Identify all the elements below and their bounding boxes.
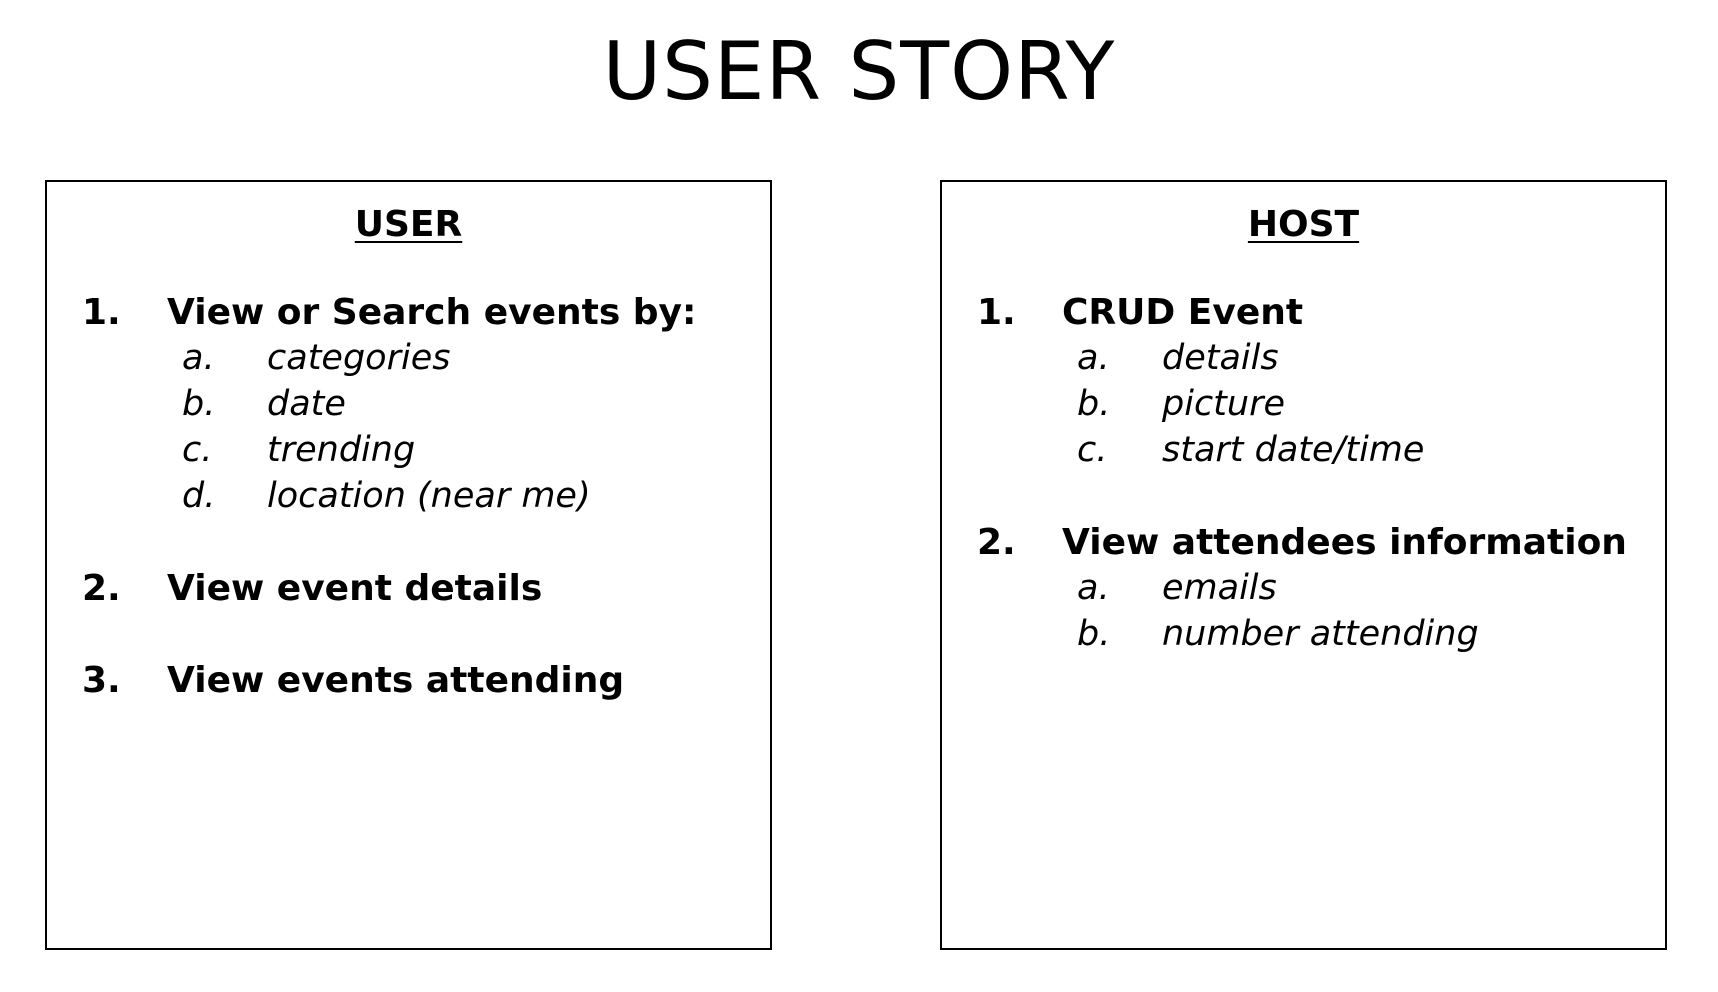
user-item-1: 1. View or Search events by: a. categori… xyxy=(82,292,760,522)
subitem-letter: c. xyxy=(1077,430,1108,470)
host-item-1: 1. CRUD Event a. details b. picture c. s… xyxy=(977,292,1655,476)
subitem: d. location (near me) xyxy=(82,476,760,522)
item-text: View attendees information xyxy=(1062,522,1627,563)
subitem-letter: b. xyxy=(182,384,216,424)
subitem: a. details xyxy=(977,338,1655,384)
subitem-letter: a. xyxy=(1077,338,1110,378)
item-text: View or Search events by: xyxy=(167,292,697,333)
subitem-letter: b. xyxy=(1077,384,1111,424)
item-text: View event details xyxy=(167,568,543,609)
item-text: View events attending xyxy=(167,660,625,701)
subitem: b. picture xyxy=(977,384,1655,430)
subitem-text: number attending xyxy=(1162,614,1479,654)
subitem-text: emails xyxy=(1162,568,1277,608)
host-item-2-sublist: a. emails b. number attending xyxy=(977,568,1655,660)
subitem-letter: a. xyxy=(182,338,215,378)
item-number: 1. xyxy=(977,292,1016,333)
item-number: 2. xyxy=(82,568,121,609)
subitem-text: picture xyxy=(1162,384,1286,424)
subitem: b. date xyxy=(82,384,760,430)
subitem-text: start date/time xyxy=(1162,430,1425,470)
host-box: HOST 1. CRUD Event a. details b. picture… xyxy=(940,180,1667,950)
item-number: 2. xyxy=(977,522,1016,563)
subitem-text: trending xyxy=(267,430,416,470)
subitem: c. start date/time xyxy=(977,430,1655,476)
subitem-text: location (near me) xyxy=(267,476,591,516)
user-heading: USER xyxy=(354,204,463,245)
subitem: b. number attending xyxy=(977,614,1655,660)
host-list: 1. CRUD Event a. details b. picture c. s… xyxy=(977,292,1655,706)
item-text: CRUD Event xyxy=(1062,292,1304,333)
subitem-text: details xyxy=(1162,338,1279,378)
subitem-text: categories xyxy=(267,338,451,378)
subitem-letter: c. xyxy=(182,430,213,470)
subitem: c. trending xyxy=(82,430,760,476)
user-item-1-sublist: a. categories b. date c. trending d. loc… xyxy=(82,338,760,522)
subitem-letter: b. xyxy=(1077,614,1111,654)
user-item-3: 3. View events attending xyxy=(82,660,760,706)
slide-title: USER STORY xyxy=(602,25,1116,118)
user-box: USER 1. View or Search events by: a. cat… xyxy=(45,180,772,950)
subitem-text: date xyxy=(267,384,346,424)
user-list: 1. View or Search events by: a. categori… xyxy=(82,292,760,752)
subitem: a. categories xyxy=(82,338,760,384)
item-number: 1. xyxy=(82,292,121,333)
subitem: a. emails xyxy=(977,568,1655,614)
host-item-2: 2. View attendees information a. emails … xyxy=(977,522,1655,660)
item-number: 3. xyxy=(82,660,121,701)
host-item-1-sublist: a. details b. picture c. start date/time xyxy=(977,338,1655,476)
subitem-letter: a. xyxy=(1077,568,1110,608)
user-item-2: 2. View event details xyxy=(82,568,760,614)
host-heading: HOST xyxy=(1247,204,1360,245)
subitem-letter: d. xyxy=(182,476,216,516)
